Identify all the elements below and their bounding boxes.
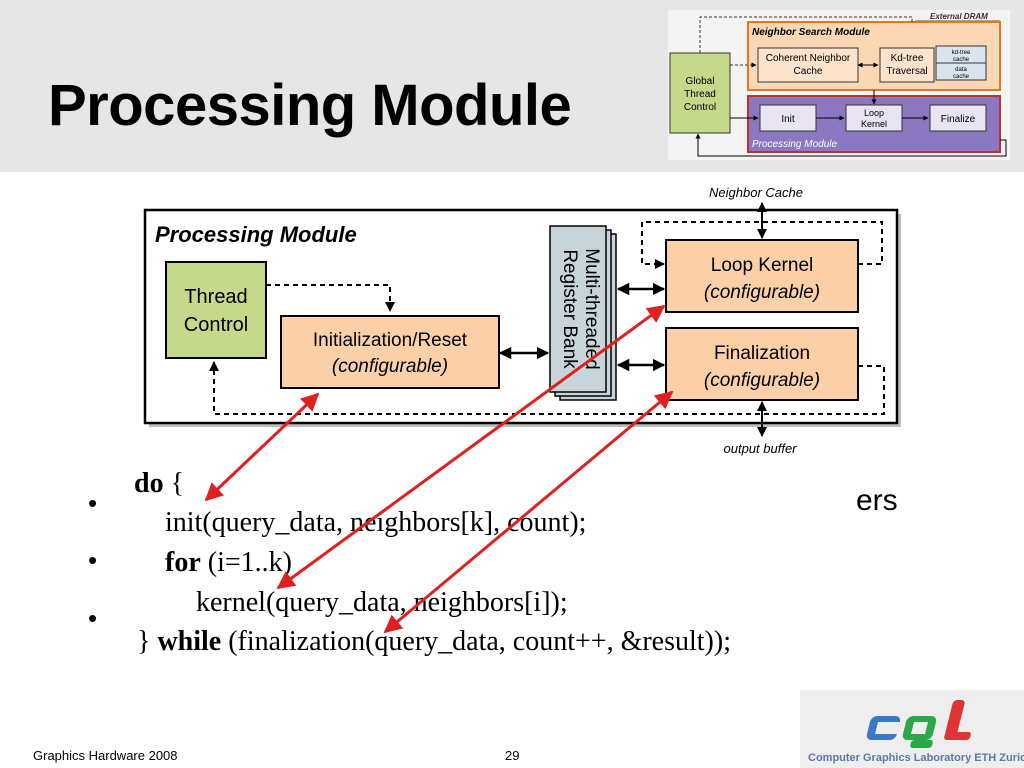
bullet-3: • — [88, 603, 98, 633]
partial-text: ers — [856, 484, 898, 517]
svg-text:Init: Init — [781, 114, 795, 125]
processing-module-title: Processing Module — [155, 222, 357, 247]
svg-text:cache: cache — [953, 74, 970, 80]
svg-text:cache: cache — [953, 57, 970, 63]
svg-text:Global: Global — [686, 76, 715, 87]
loop-kernel-box — [665, 239, 859, 313]
slide-title: Processing Module — [48, 73, 572, 138]
svg-text:data: data — [955, 67, 967, 73]
code-line-1: do { — [134, 468, 185, 499]
overview-external-dram: External DRAM — [930, 12, 988, 21]
svg-text:(configurable): (configurable) — [704, 370, 820, 391]
svg-text:(configurable): (configurable) — [704, 282, 820, 303]
cgl-caption: Computer Graphics Laboratory ETH Zurich — [808, 752, 1024, 764]
svg-text:Loop Kernel: Loop Kernel — [711, 255, 813, 276]
neighbor-cache-label: Neighbor Cache — [709, 185, 803, 200]
svg-text:Cache: Cache — [794, 66, 823, 77]
svg-text:Control: Control — [684, 102, 716, 113]
svg-text:Loop: Loop — [864, 108, 884, 118]
svg-text:Processing Module: Processing Module — [752, 139, 837, 150]
finalization-box — [665, 327, 859, 401]
svg-text:Finalization: Finalization — [714, 343, 810, 364]
footer-conference: Graphics Hardware 2008 — [33, 748, 178, 763]
output-buffer-label: output buffer — [724, 441, 798, 456]
svg-text:Thread: Thread — [684, 89, 716, 100]
svg-text:Finalize: Finalize — [941, 114, 976, 125]
bullet-1: • — [88, 488, 98, 518]
svg-text:Kd-tree: Kd-tree — [891, 53, 924, 64]
page-number: 29 — [505, 748, 520, 763]
svg-text:Kernel: Kernel — [861, 119, 887, 129]
svg-text:Traversal: Traversal — [886, 66, 927, 77]
svg-text:Control: Control — [184, 314, 248, 336]
thread-control-box — [165, 261, 267, 359]
svg-text:kd-tree: kd-tree — [952, 50, 971, 56]
svg-text:Thread: Thread — [184, 286, 247, 308]
overview-finalize — [929, 104, 987, 132]
svg-text:Coherent Neighbor: Coherent Neighbor — [766, 53, 851, 64]
arrow-finalization — [383, 390, 674, 634]
bullet-2: • — [88, 545, 98, 575]
overview-kdtree-traversal — [879, 47, 935, 83]
overview-coherent-neighbor-cache — [757, 47, 859, 83]
svg-text:Neighbor Search Module: Neighbor Search Module — [752, 27, 870, 38]
